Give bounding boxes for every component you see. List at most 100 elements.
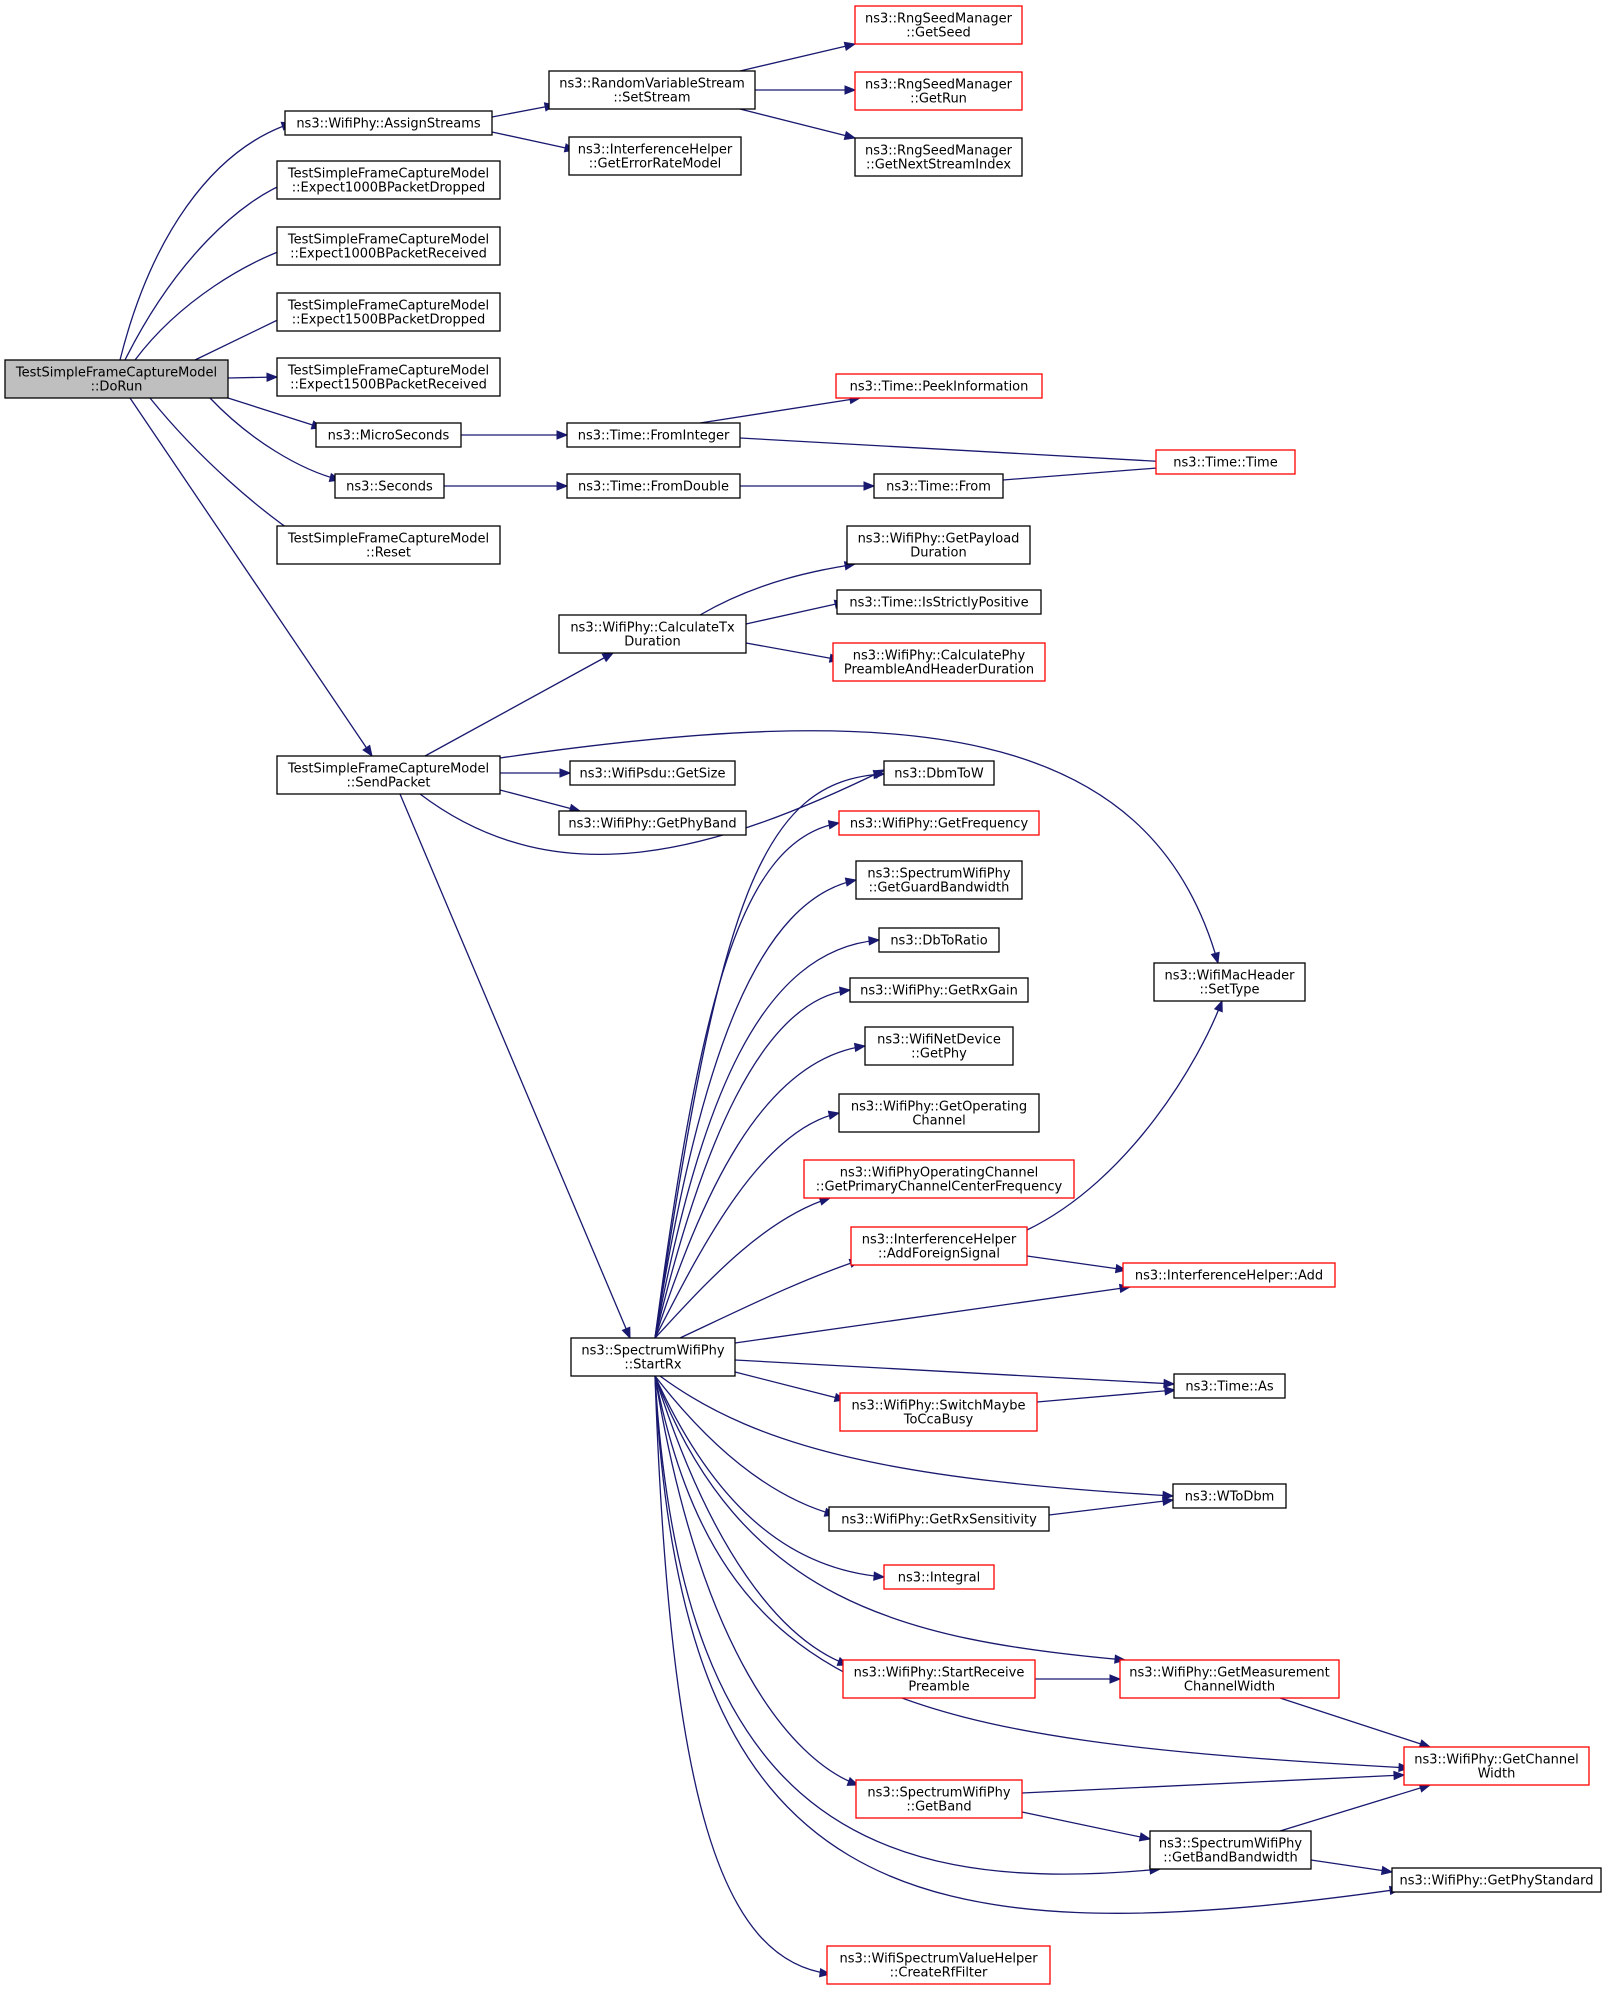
node-box[interactable]	[803, 1159, 1075, 1199]
node-micro[interactable]: ns3::MicroSeconds	[315, 422, 462, 448]
node-box[interactable]	[276, 357, 501, 397]
node-fromdbl[interactable]: ns3::Time::FromDouble	[566, 473, 741, 499]
node-box[interactable]	[276, 160, 501, 200]
node-box[interactable]	[4, 359, 229, 399]
node-getphy[interactable]: ns3::WifiNetDevice::GetPhy	[864, 1026, 1014, 1066]
node-ierm[interactable]: ns3::InterferenceHelper::GetErrorRateMod…	[568, 136, 742, 176]
node-box[interactable]	[839, 1392, 1038, 1432]
node-box[interactable]	[1149, 1830, 1312, 1870]
node-box[interactable]	[558, 810, 747, 836]
node-integral[interactable]: ns3::Integral	[883, 1564, 995, 1590]
node-box[interactable]	[566, 422, 741, 448]
node-peek[interactable]: ns3::Time::PeekInformation	[835, 373, 1043, 399]
node-fromint[interactable]: ns3::Time::FromInteger	[566, 422, 741, 448]
node-phyband[interactable]: ns3::WifiPhy::GetPhyBand	[558, 810, 747, 836]
node-box[interactable]	[849, 977, 1029, 1003]
node-box[interactable]	[334, 473, 445, 499]
node-foreign[interactable]: ns3::InterferenceHelper::AddForeignSigna…	[850, 1226, 1028, 1266]
node-box[interactable]	[832, 642, 1046, 682]
node-box[interactable]	[276, 292, 501, 332]
node-seconds[interactable]: ns3::Seconds	[334, 473, 445, 499]
node-getrun[interactable]: ns3::RngSeedManager::GetRun	[854, 71, 1023, 111]
node-box[interactable]	[855, 1779, 1023, 1819]
node-timeas[interactable]: ns3::Time::As	[1173, 1373, 1286, 1399]
node-nextstream[interactable]: ns3::RngSeedManager::GetNextStreamIndex	[854, 137, 1023, 177]
node-box[interactable]	[828, 1506, 1050, 1532]
node-exp1000d[interactable]: TestSimpleFrameCaptureModel::Expect1000B…	[276, 160, 501, 200]
node-box[interactable]	[854, 5, 1023, 45]
node-box[interactable]	[842, 1659, 1036, 1699]
node-box[interactable]	[276, 525, 501, 565]
node-timefrom[interactable]: ns3::Time::From	[873, 473, 1004, 499]
node-dbtoratio[interactable]: ns3::DbToRatio	[878, 927, 1000, 953]
node-exp1500d[interactable]: TestSimpleFrameCaptureModel::Expect1500B…	[276, 292, 501, 332]
node-getfreq[interactable]: ns3::WifiPhy::GetFrequency	[838, 810, 1040, 836]
node-timetime[interactable]: ns3::Time::Time	[1155, 449, 1296, 475]
node-assign[interactable]: ns3::WifiPhy::AssignStreams	[284, 110, 493, 136]
node-box[interactable]	[315, 422, 462, 448]
node-bandbw[interactable]: ns3::SpectrumWifiPhy::GetBandBandwidth	[1149, 1830, 1312, 1870]
node-box[interactable]	[846, 525, 1031, 565]
node-box[interactable]	[878, 927, 1000, 953]
node-strictly[interactable]: ns3::Time::IsStrictlyPositive	[836, 589, 1042, 615]
node-box[interactable]	[1122, 1262, 1336, 1288]
node-box[interactable]	[558, 614, 747, 654]
node-calcphy[interactable]: ns3::WifiPhy::CalculatePhyPreambleAndHea…	[832, 642, 1046, 682]
node-phystd[interactable]: ns3::WifiPhy::GetPhyStandard	[1391, 1867, 1602, 1893]
node-box[interactable]	[566, 473, 741, 499]
node-box[interactable]	[1173, 1373, 1286, 1399]
node-box[interactable]	[838, 810, 1040, 836]
node-settype[interactable]: ns3::WifiMacHeader::SetType	[1153, 962, 1306, 1002]
node-box[interactable]	[835, 373, 1043, 399]
node-box[interactable]	[284, 110, 493, 136]
node-box[interactable]	[850, 1226, 1028, 1266]
node-getseed[interactable]: ns3::RngSeedManager::GetSeed	[854, 5, 1023, 45]
node-sendpkt[interactable]: TestSimpleFrameCaptureModel::SendPacket	[276, 755, 501, 795]
node-box[interactable]	[838, 1093, 1040, 1133]
node-box[interactable]	[1391, 1867, 1602, 1893]
node-dbmtow[interactable]: ns3::DbmToW	[883, 760, 995, 786]
node-box[interactable]	[826, 1945, 1051, 1985]
node-exp1000r[interactable]: TestSimpleFrameCaptureModel::Expect1000B…	[276, 226, 501, 266]
node-box[interactable]	[548, 70, 756, 110]
node-box[interactable]	[836, 589, 1042, 615]
node-box[interactable]	[854, 137, 1023, 177]
node-box[interactable]	[1403, 1746, 1590, 1786]
node-box[interactable]	[1172, 1483, 1287, 1509]
node-getband[interactable]: ns3::SpectrumWifiPhy::GetBand	[855, 1779, 1023, 1819]
node-box[interactable]	[883, 1564, 995, 1590]
node-box[interactable]	[854, 71, 1023, 111]
node-box[interactable]	[873, 473, 1004, 499]
node-box[interactable]	[1153, 962, 1306, 1002]
node-box[interactable]	[855, 860, 1023, 900]
node-ihadd[interactable]: ns3::InterferenceHelper::Add	[1122, 1262, 1336, 1288]
node-box[interactable]	[276, 226, 501, 266]
node-box[interactable]	[570, 1337, 736, 1377]
node-guardbw[interactable]: ns3::SpectrumWifiPhy::GetGuardBandwidth	[855, 860, 1023, 900]
node-box[interactable]	[1155, 449, 1296, 475]
node-box[interactable]	[276, 755, 501, 795]
node-wtodbm[interactable]: ns3::WToDbm	[1172, 1483, 1287, 1509]
node-rxgain[interactable]: ns3::WifiPhy::GetRxGain	[849, 977, 1029, 1003]
node-primfreq[interactable]: ns3::WifiPhyOperatingChannel::GetPrimary…	[803, 1159, 1075, 1199]
node-box[interactable]	[569, 760, 736, 786]
node-box[interactable]	[1119, 1659, 1340, 1699]
node-box[interactable]	[864, 1026, 1014, 1066]
node-exp1500r[interactable]: TestSimpleFrameCaptureModel::Expect1500B…	[276, 357, 501, 397]
node-reset[interactable]: TestSimpleFrameCaptureModel::Reset	[276, 525, 501, 565]
node-box[interactable]	[568, 136, 742, 176]
node-box[interactable]	[883, 760, 995, 786]
node-psdusize[interactable]: ns3::WifiPsdu::GetSize	[569, 760, 736, 786]
node-rffilter[interactable]: ns3::WifiSpectrumValueHelper::CreateRfFi…	[826, 1945, 1051, 1985]
node-startrx[interactable]: ns3::SpectrumWifiPhy::StartRx	[570, 1337, 736, 1377]
node-rxsens[interactable]: ns3::WifiPhy::GetRxSensitivity	[828, 1506, 1050, 1532]
node-dorun[interactable]: TestSimpleFrameCaptureModel::DoRun	[4, 359, 229, 399]
node-rvs[interactable]: ns3::RandomVariableStream::SetStream	[548, 70, 756, 110]
